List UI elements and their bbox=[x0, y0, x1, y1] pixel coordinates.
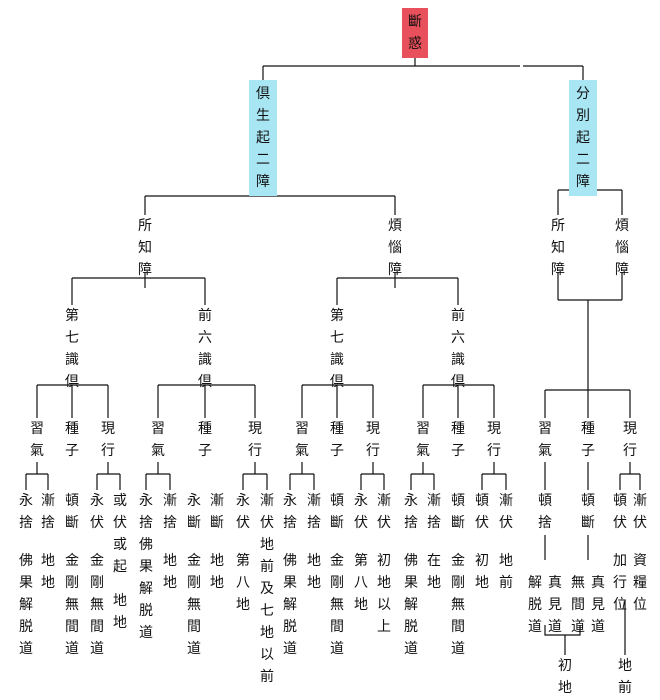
node-r2c: 真見道 bbox=[591, 575, 605, 635]
node-js_suozhi: 所知障 bbox=[138, 218, 152, 278]
node-sz6_xq: 習氣 bbox=[151, 421, 165, 459]
node-fn6_zz: 種子 bbox=[451, 421, 465, 459]
node-l4b: 金剛無間道 bbox=[90, 553, 104, 657]
node-r1c: 真見道 bbox=[548, 575, 562, 635]
node-r5: 初地 bbox=[558, 658, 572, 696]
node-l12: 永捨 bbox=[283, 493, 297, 531]
node-l14: 頓斷 bbox=[330, 493, 344, 531]
node-l20b: 初地 bbox=[475, 553, 489, 591]
node-l1: 永捨 bbox=[19, 493, 33, 531]
node-root: 斷惑 bbox=[402, 8, 428, 58]
node-l16b: 初地以上 bbox=[377, 553, 391, 635]
node-l6: 永捨佛果解脱道 bbox=[139, 493, 153, 641]
node-sz6_zz: 種子 bbox=[198, 421, 212, 459]
node-r2: 頓斷 bbox=[581, 493, 595, 531]
node-l20: 頓伏 bbox=[475, 493, 489, 531]
node-sz7_xx: 現行 bbox=[101, 421, 115, 459]
node-l18: 漸捨 bbox=[427, 493, 441, 531]
node-fn6_xq: 習氣 bbox=[416, 421, 430, 459]
node-l21: 漸伏 bbox=[499, 493, 513, 531]
node-r4b: 資糧位 bbox=[633, 553, 647, 613]
node-sz_7: 第七識倶 bbox=[65, 308, 79, 390]
node-fn_6: 前六識倶 bbox=[451, 308, 465, 390]
node-l5b: 地地 bbox=[113, 593, 127, 631]
node-r1: 頓捨 bbox=[538, 493, 552, 531]
node-l15: 永伏 bbox=[354, 493, 368, 531]
node-l11: 漸伏地前及七地以前 bbox=[260, 493, 274, 685]
node-fb_fannao: 煩惱障 bbox=[615, 218, 629, 278]
node-l3: 頓斷 bbox=[65, 493, 79, 531]
node-l9b: 地地 bbox=[210, 553, 224, 591]
node-l2b: 地地 bbox=[41, 553, 55, 591]
node-sz7_xq: 習氣 bbox=[30, 421, 44, 459]
node-l14b: 金剛無間道 bbox=[330, 553, 344, 657]
node-sz6_xx: 現行 bbox=[248, 421, 262, 459]
node-fb_suozhi: 所知障 bbox=[551, 218, 565, 278]
node-l4: 永伏 bbox=[90, 493, 104, 531]
node-r6: 地前 bbox=[618, 658, 632, 696]
node-fn7_xq: 習氣 bbox=[295, 421, 309, 459]
node-r1b: 解脱道 bbox=[528, 575, 542, 635]
node-l7: 漸捨 bbox=[163, 493, 177, 531]
node-l17: 永捨 bbox=[404, 493, 418, 531]
node-l10b: 第八地 bbox=[236, 553, 250, 613]
node-fb_zz: 種子 bbox=[581, 421, 595, 459]
node-fn6_xx: 現行 bbox=[487, 421, 501, 459]
node-l10: 永伏 bbox=[236, 493, 250, 531]
node-l5: 或伏或起 bbox=[113, 493, 127, 575]
node-fb_xx: 現行 bbox=[623, 421, 637, 459]
node-l9: 漸斷 bbox=[210, 493, 224, 531]
node-fb_xq: 習氣 bbox=[538, 421, 552, 459]
node-l7b: 地地 bbox=[163, 553, 177, 591]
node-jusheng: 倶生起二障 bbox=[249, 80, 277, 196]
node-l1b: 佛果解脱道 bbox=[19, 553, 33, 657]
node-l3b: 金剛無間道 bbox=[65, 553, 79, 657]
node-r3: 頓伏 bbox=[613, 493, 627, 531]
node-l15b: 第八地 bbox=[354, 553, 368, 613]
node-l8b: 金剛無間道 bbox=[187, 553, 201, 657]
node-fn7_xx: 現行 bbox=[366, 421, 380, 459]
node-fn7_zz: 種子 bbox=[330, 421, 344, 459]
node-l12b: 佛果解脱道 bbox=[283, 553, 297, 657]
node-l16: 漸伏 bbox=[377, 493, 391, 531]
node-l17b: 佛果解脱道 bbox=[404, 553, 418, 657]
node-l21b: 地前 bbox=[499, 553, 513, 591]
node-l8: 永斷 bbox=[187, 493, 201, 531]
node-l13: 漸捨 bbox=[307, 493, 321, 531]
node-l19b: 金剛無間道 bbox=[451, 553, 465, 657]
node-l18b: 在地 bbox=[427, 553, 441, 591]
node-fn_7: 第七識倶 bbox=[330, 308, 344, 390]
node-js_fannao: 煩惱障 bbox=[388, 218, 402, 278]
node-l2: 漸捨 bbox=[41, 493, 55, 531]
node-r2b: 無間道 bbox=[571, 575, 585, 635]
node-l19: 頓斷 bbox=[451, 493, 465, 531]
node-sz_6: 前六識倶 bbox=[198, 308, 212, 390]
node-r3b: 加行位 bbox=[613, 553, 627, 613]
node-r4: 漸伏 bbox=[633, 493, 647, 531]
node-l13b: 地地 bbox=[307, 553, 321, 591]
node-fenbie: 分別起二障 bbox=[569, 80, 597, 196]
node-sz7_zz: 種子 bbox=[65, 421, 79, 459]
